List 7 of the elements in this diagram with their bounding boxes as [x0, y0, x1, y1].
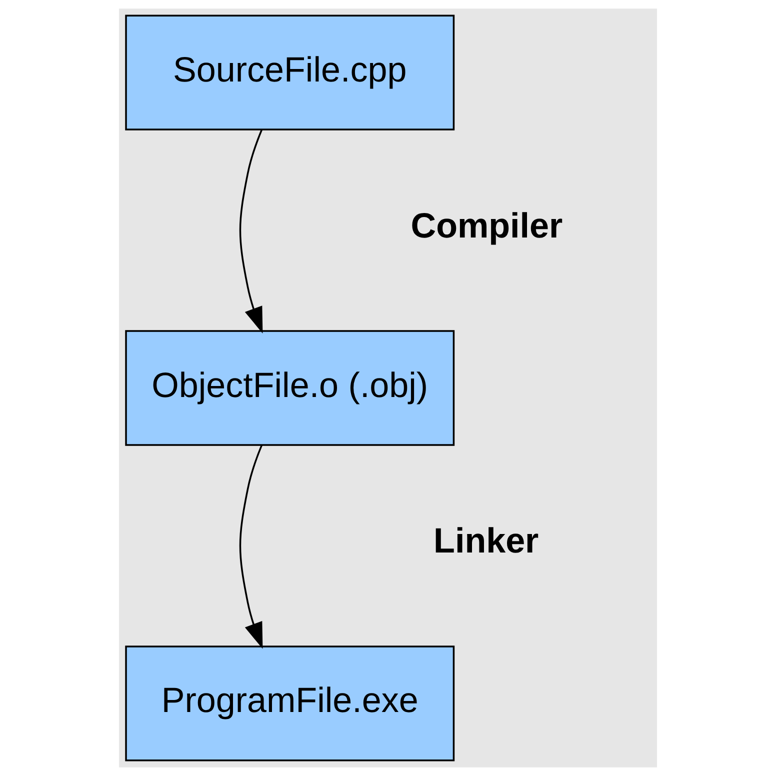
node-box: ObjectFile.o (.obj) [125, 330, 455, 446]
node-box: ProgramFile.exe [125, 646, 455, 762]
node-box: SourceFile.cpp [125, 14, 455, 130]
arrow [239, 129, 263, 334]
arrow [239, 444, 263, 649]
label: Linker [434, 522, 539, 561]
label: Compiler [410, 206, 563, 246]
